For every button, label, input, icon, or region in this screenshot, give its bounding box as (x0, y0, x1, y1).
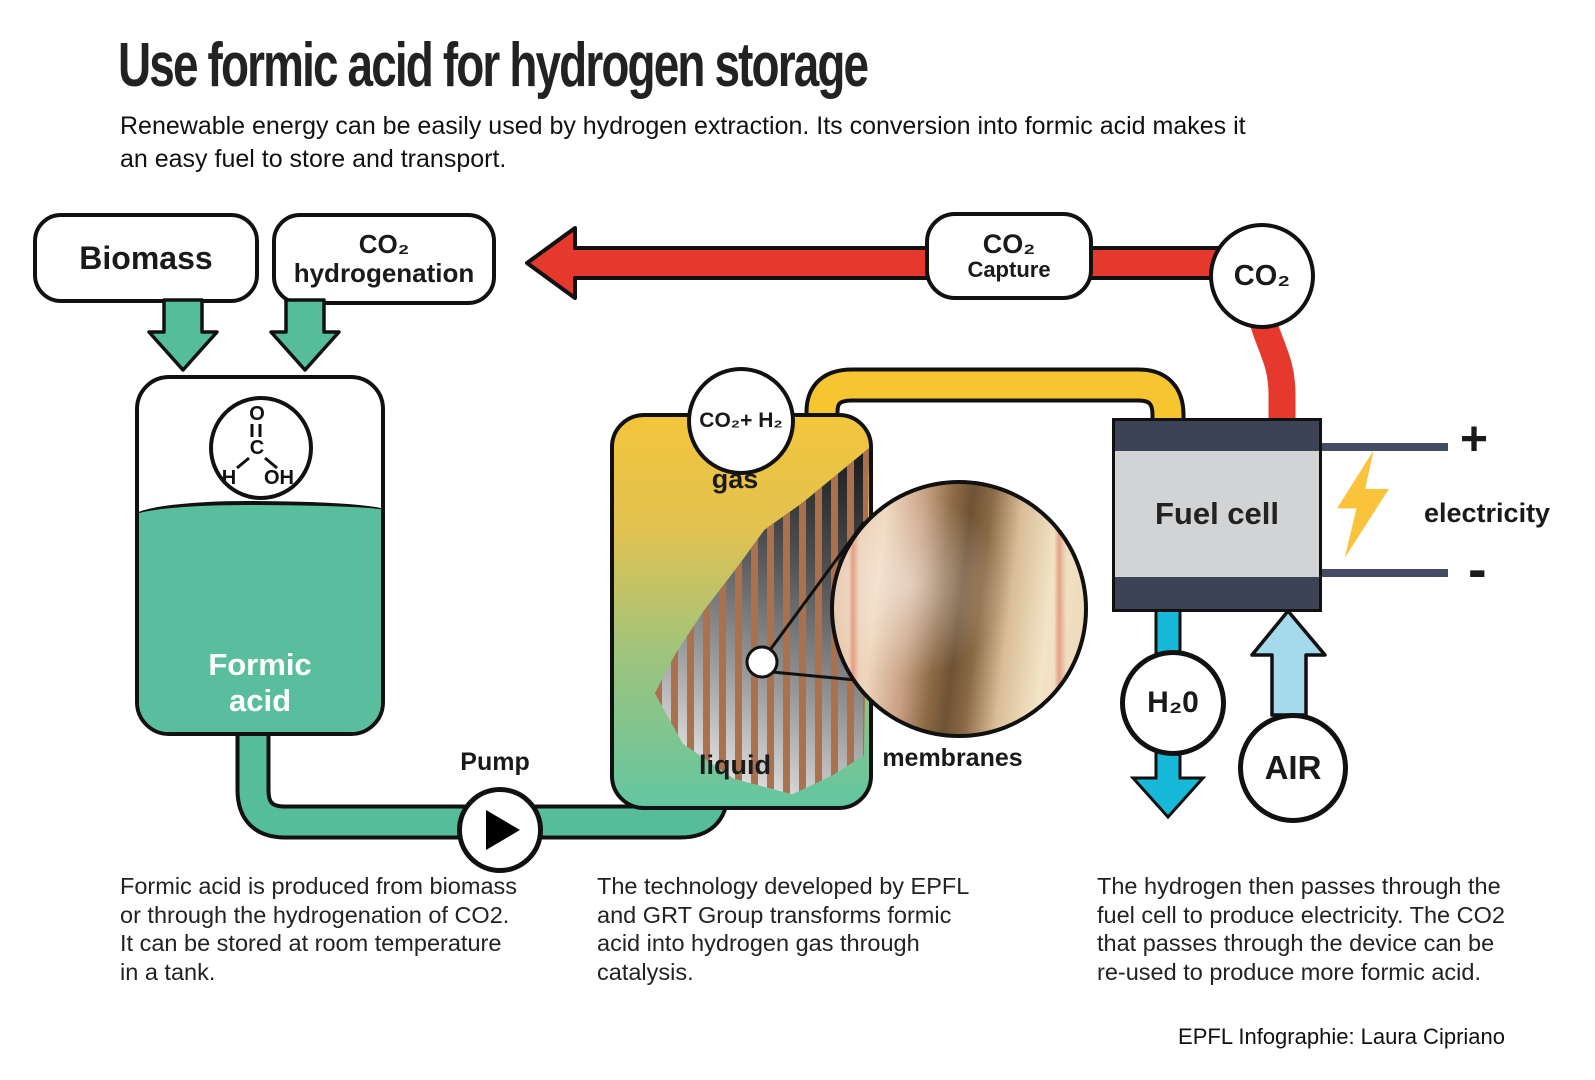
caption-technology: The technology developed by EPFL and GRT… (597, 873, 969, 985)
co2-hydrogenation-box: CO₂ hydrogenation (272, 213, 496, 305)
formic-acid-molecule-icon: O C H OH (209, 396, 313, 500)
minus-terminal-label: - (1468, 537, 1487, 600)
co2-circle: CO₂ (1209, 223, 1315, 329)
co2-capture-line2: Capture (967, 257, 1051, 283)
membranes-label: membranes (882, 744, 1023, 772)
air-label: AIR (1264, 749, 1322, 786)
fuel-cell-top-electrode (1115, 421, 1319, 451)
formic-acid-liquid: Formic acid (139, 501, 381, 732)
molecule-h: H (222, 467, 236, 488)
co2-capture-capsule: CO₂ Capture (925, 212, 1093, 300)
co2-hydrogenation-line2: hydrogenation (293, 258, 475, 288)
molecule-oh: OH (264, 467, 294, 488)
gas-circle: CO₂+ H₂ (687, 367, 795, 475)
credit-line: EPFL Infographie: Laura Cipriano (1178, 1024, 1505, 1049)
caption-hydrogen: The hydrogen then passes through the fue… (1097, 873, 1505, 985)
formic-acid-tank: Formic acid O C H OH (135, 375, 385, 736)
air-circle: AIR (1238, 713, 1348, 823)
co2-return-arrow (525, 226, 1260, 300)
liquid-label: liquid (699, 750, 771, 780)
gas-label: gas (711, 464, 759, 494)
fuel-cell-bottom-electrode (1115, 577, 1319, 609)
tank-label-line2: acid (228, 682, 292, 718)
h2o-circle: H₂0 (1120, 650, 1226, 756)
molecule-o: O (249, 403, 265, 425)
pump (457, 787, 543, 873)
page-subtitle: Renewable energy can be easily used by h… (120, 112, 1246, 173)
membrane-photo-magnifier (830, 480, 1088, 738)
page-title: Use formic acid for hydrogen storage (118, 31, 869, 100)
co2-hydrogenation-line1: CO₂ (358, 229, 410, 260)
h2o-label: H₂0 (1147, 686, 1199, 719)
pump-label: Pump (460, 748, 530, 776)
co2-circle-label: CO₂ (1233, 259, 1291, 292)
fuel-cell: Fuel cell (1112, 418, 1322, 612)
biomass-box: Biomass (33, 213, 259, 303)
plus-terminal-label: + (1460, 413, 1489, 466)
co2-capture-line1: CO₂ (982, 228, 1036, 259)
fuel-cell-label: Fuel cell (1154, 496, 1280, 531)
molecule-c: C (250, 437, 264, 459)
pump-play-icon (486, 810, 520, 850)
tank-label-line1: Formic (208, 647, 312, 682)
biomass-arrow (147, 298, 219, 372)
biomass-label: Biomass (79, 239, 213, 276)
gas-circle-label: CO₂+ H₂ (699, 409, 783, 432)
caption-formic-acid: Formic acid is produced from biomass or … (120, 873, 518, 985)
electricity-label: electricity (1424, 498, 1551, 528)
gas-pipe (808, 371, 1182, 445)
lightning-bolt-icon (1337, 450, 1389, 558)
magnifier-source-dot (745, 645, 779, 679)
hydrogenation-arrow (269, 298, 341, 372)
